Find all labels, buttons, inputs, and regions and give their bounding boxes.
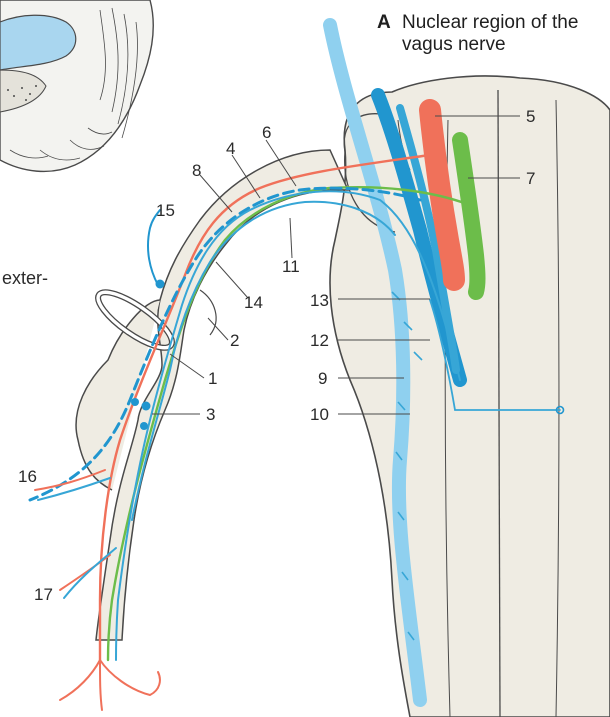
title-letter: A: [377, 12, 391, 33]
label-7: 7: [526, 169, 535, 188]
label-6: 6: [262, 123, 271, 142]
label-14: 14: [244, 293, 263, 312]
label-15: 15: [156, 201, 175, 220]
label-11: 11: [282, 257, 300, 276]
label-5: 5: [526, 107, 535, 126]
figure-title: A Nuclear region of the vagus nerve: [377, 12, 578, 55]
title-line-2: vagus nerve: [402, 34, 506, 55]
side-text: exter-: [2, 268, 48, 288]
label-3: 3: [206, 405, 215, 424]
label-16: 16: [18, 467, 37, 486]
label-4: 4: [226, 139, 235, 158]
label-17: 17: [34, 585, 53, 604]
ear-illustration: [0, 0, 153, 171]
label-9: 9: [318, 369, 327, 388]
label-8: 8: [192, 161, 201, 180]
title-line-1: Nuclear region of the: [402, 12, 578, 33]
label-2: 2: [230, 331, 239, 350]
label-12: 12: [310, 331, 329, 350]
label-1: 1: [208, 369, 217, 388]
label-13: 13: [310, 291, 329, 310]
label-10: 10: [310, 405, 329, 424]
